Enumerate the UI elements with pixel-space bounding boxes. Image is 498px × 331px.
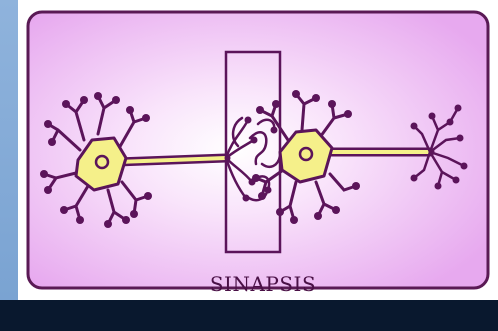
background-strip <box>0 0 18 300</box>
diagram-frame <box>26 10 490 290</box>
right-neuron <box>252 90 468 224</box>
left-nucleus <box>94 154 110 170</box>
synapse-highlight-box <box>224 50 282 254</box>
left-neuron <box>40 92 231 228</box>
synapse-label: SINAPSIS <box>209 272 317 296</box>
right-nucleus <box>298 146 314 162</box>
synapse-diagram-card: SINAPSIS <box>18 0 498 300</box>
bottom-bar <box>0 300 498 331</box>
synapse-diagram <box>26 10 490 290</box>
